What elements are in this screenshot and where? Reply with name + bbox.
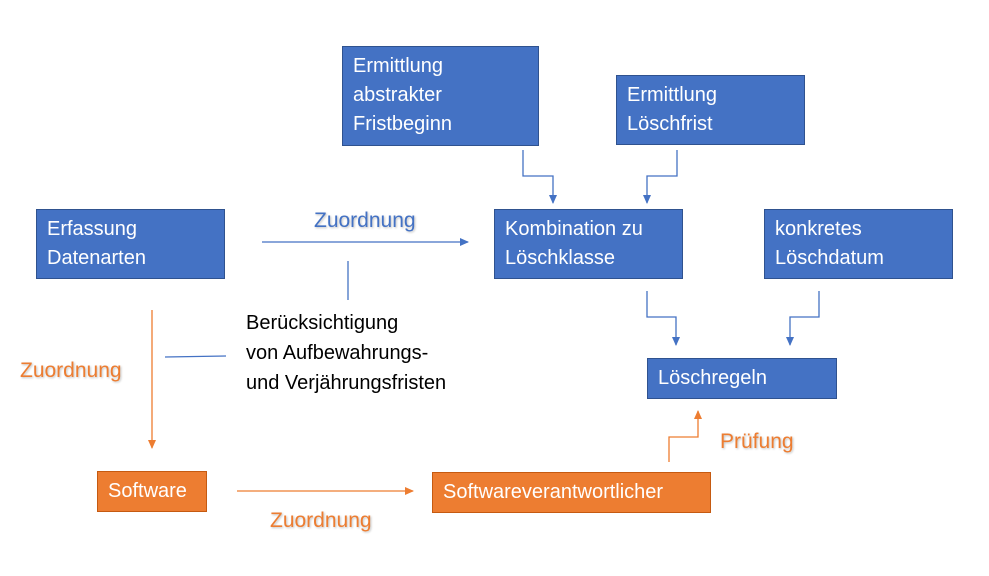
note-text: und Verjährungsfristen: [246, 372, 447, 394]
edge-label-zuordnung-bottom: Zuordnung: [270, 509, 372, 532]
node-text: Ermittlung: [353, 55, 444, 77]
node-text: Fristbeginn: [353, 113, 452, 135]
node-konkretes-loeschdatum: konkretes Löschdatum: [764, 209, 953, 279]
node-text: Ermittlung: [627, 84, 718, 106]
edge-label-pruefung: Prüfung: [720, 430, 794, 453]
note-berücksichtigung: Berücksichtigung von Aufbewahrungs- und …: [246, 308, 446, 398]
node-kombination-loeschklasse: Kombination zu Löschklasse: [494, 209, 683, 279]
arrow-loeschfrist-to-kombination: [643, 150, 678, 204]
node-text: Löschdatum: [775, 247, 884, 269]
arrow-fristbeginn-to-kombination: [522, 150, 557, 204]
node-text: Softwareverantwortlicher: [443, 481, 664, 503]
node-loeschregeln: Löschregeln: [647, 358, 837, 399]
arrow-kombination-to-loeschregeln: [646, 291, 680, 346]
node-text: konkretes: [775, 218, 862, 240]
node-softwareverantwortlicher: Softwareverantwortlicher: [432, 472, 711, 513]
node-text: Datenarten: [47, 247, 146, 269]
node-text: Kombination zu: [505, 218, 643, 240]
node-ermittlung-fristbeginn: Ermittlung abstrakter Fristbeginn: [342, 46, 539, 146]
edge-label-zuordnung-left: Zuordnung: [20, 359, 122, 382]
node-text: Löschklasse: [505, 247, 616, 269]
connector-note-to-left: [164, 355, 227, 358]
arrow-verantwortlicher-to-loeschregeln: [668, 410, 702, 462]
node-text: Software: [108, 480, 187, 502]
node-software: Software: [97, 471, 207, 512]
arrow-loeschdatum-to-loeschregeln: [786, 291, 820, 346]
note-text: von Aufbewahrungs-: [246, 342, 429, 364]
node-erfassung-datenarten: Erfassung Datenarten: [36, 209, 225, 279]
node-text: Löschfrist: [627, 113, 713, 135]
node-ermittlung-loeschfrist: Ermittlung Löschfrist: [616, 75, 805, 145]
node-text: Erfassung: [47, 218, 138, 240]
node-text: Löschregeln: [658, 367, 767, 389]
edge-label-zuordnung-top: Zuordnung: [314, 209, 416, 232]
note-text: Berücksichtigung: [246, 312, 399, 334]
node-text: abstrakter: [353, 84, 442, 106]
